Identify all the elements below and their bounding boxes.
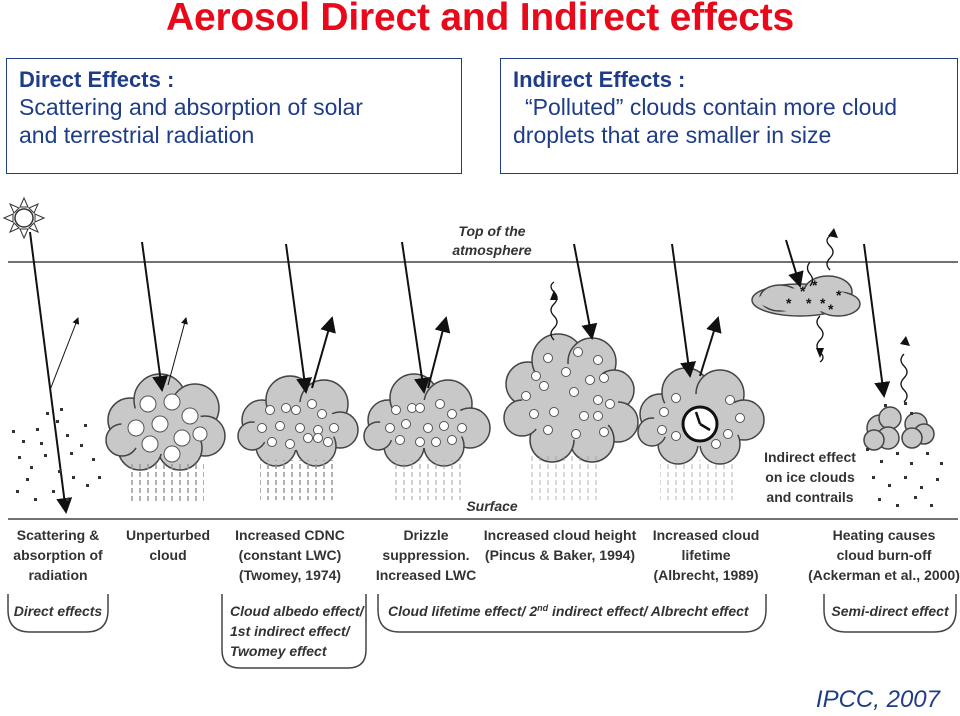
panel-2-label-1: Unperturbed: [126, 527, 210, 543]
aerosol-particles-left: [12, 408, 101, 501]
albedo-label-2: 1st indirect effect/: [230, 623, 352, 639]
toa-label-1: Top of the: [458, 223, 525, 239]
albedo-effect-bracket: [221, 594, 367, 669]
semi-direct-group-label: Semi-direct effect: [831, 603, 950, 619]
reflected-arrow-4: [427, 316, 451, 389]
panel-3-label-3: (Twomey, 1974): [239, 567, 341, 583]
panel-6-label-2: lifetime: [681, 547, 730, 563]
direct-effects-group-label: Direct effects: [14, 603, 103, 619]
panel-3-label-1: Increased CDNC: [235, 527, 345, 543]
aerosol-effects-diagram: Top of the atmosphere Surface: [2, 196, 960, 669]
lifetime-effect-bracket: [377, 594, 767, 633]
indirect-effects-line-1: “Polluted” clouds contain more cloud: [525, 94, 898, 120]
panel-6-label-3: (Albrecht, 1989): [653, 567, 758, 583]
ice-effect-label-2: on ice clouds: [765, 469, 855, 485]
panel-7-label-3: (Ackerman et al., 2000): [808, 567, 960, 583]
panel-3-label-2: (constant LWC): [239, 547, 342, 563]
incoming-arrow-ice: [785, 239, 804, 288]
svg-text:*: *: [828, 301, 834, 317]
lifetime-cloud: [637, 367, 765, 500]
semi-direct-bracket: [823, 594, 957, 633]
panel-6-label-1: Increased cloud: [653, 527, 760, 543]
panel-2-label-2: cloud: [149, 547, 186, 563]
panel-5-label-2: (Pincus & Baker, 1994): [485, 547, 635, 563]
panel-1-label-1: Scattering &: [17, 527, 99, 543]
direct-effects-box: Direct Effects : Scattering and absorpti…: [6, 58, 462, 174]
page-title: Aerosol Direct and Indirect effects: [165, 0, 794, 39]
ice-effect-label-1: Indirect effect: [764, 449, 856, 465]
burnoff-clouds: [863, 406, 935, 451]
incoming-arrow-4: [401, 241, 430, 394]
panel-1-label-2: absorption of: [13, 547, 103, 563]
svg-text:*: *: [806, 295, 812, 311]
clock-icon: [681, 405, 719, 443]
direct-effects-bracket: [7, 594, 109, 633]
svg-text:*: *: [800, 283, 806, 299]
direct-effects-heading: Direct Effects :: [19, 67, 175, 92]
incoming-arrow-6: [671, 243, 697, 378]
source-credit: IPCC, 2007: [815, 686, 940, 713]
panel-5-label-1: Increased cloud height: [484, 527, 637, 543]
panel-1-label-3: radiation: [28, 567, 87, 583]
albedo-label-1: Cloud albedo effect/: [230, 603, 366, 619]
sun-icon: [2, 196, 46, 240]
indirect-effects-line-2: droplets that are smaller in size: [513, 122, 832, 148]
svg-text:*: *: [812, 277, 818, 293]
tall-cloud: [503, 333, 639, 500]
panel-4-label-3: Increased LWC: [376, 567, 476, 583]
panel-7-label-2: cloud burn-off: [837, 547, 932, 563]
svg-text:*: *: [836, 287, 842, 303]
aerosol-particles-right: [866, 402, 943, 507]
direct-effects-line-1: Scattering and absorption of solar: [19, 94, 363, 120]
lifetime-label-post: indirect effect/ Albrecht effect: [548, 603, 750, 619]
ice-effect-label-3: and contrails: [766, 489, 853, 505]
cdnc-cloud: [237, 375, 359, 500]
albedo-label-3: Twomey effect: [230, 643, 328, 659]
incoming-arrow-7: [863, 243, 891, 398]
panel-7-label-1: Heating causes: [833, 527, 936, 543]
scattered-arrow: [49, 317, 80, 391]
indirect-effects-heading: Indirect Effects :: [513, 67, 686, 92]
incoming-arrow-2: [141, 241, 169, 392]
toa-label-2: atmosphere: [452, 242, 532, 258]
unperturbed-cloud: [105, 373, 226, 502]
lifetime-label-sup: nd: [537, 603, 548, 613]
lifetime-label-pre: Cloud lifetime effect/ 2: [388, 603, 537, 619]
ice-cloud: **** ***: [751, 275, 861, 317]
incoming-arrow-3: [285, 243, 313, 394]
panel-4-label-1: Drizzle: [403, 527, 448, 543]
svg-text:*: *: [786, 295, 792, 311]
reflected-arrow-3: [311, 316, 336, 389]
reflected-arrow-2: [167, 317, 188, 386]
drizzle-cloud: [363, 373, 491, 500]
incoming-arrow-5: [573, 243, 598, 340]
panel-4-label-2: suppression.: [382, 547, 469, 563]
svg-text:*: *: [820, 295, 826, 311]
direct-effects-line-2: and terrestrial radiation: [19, 122, 255, 148]
infrared-wave-5: [550, 281, 558, 341]
indirect-effects-box: Indirect Effects : “Polluted” clouds con…: [500, 58, 958, 174]
reflected-arrow-6: [699, 316, 722, 377]
lifetime-effect-label: Cloud lifetime effect/ 2nd indirect effe…: [388, 603, 750, 619]
panel-labels: Scattering & absorption of radiation Unp…: [13, 527, 960, 583]
infrared-wave-7: [900, 353, 908, 403]
direct-beam-arrow: [29, 231, 73, 514]
surface-label: Surface: [466, 498, 518, 514]
